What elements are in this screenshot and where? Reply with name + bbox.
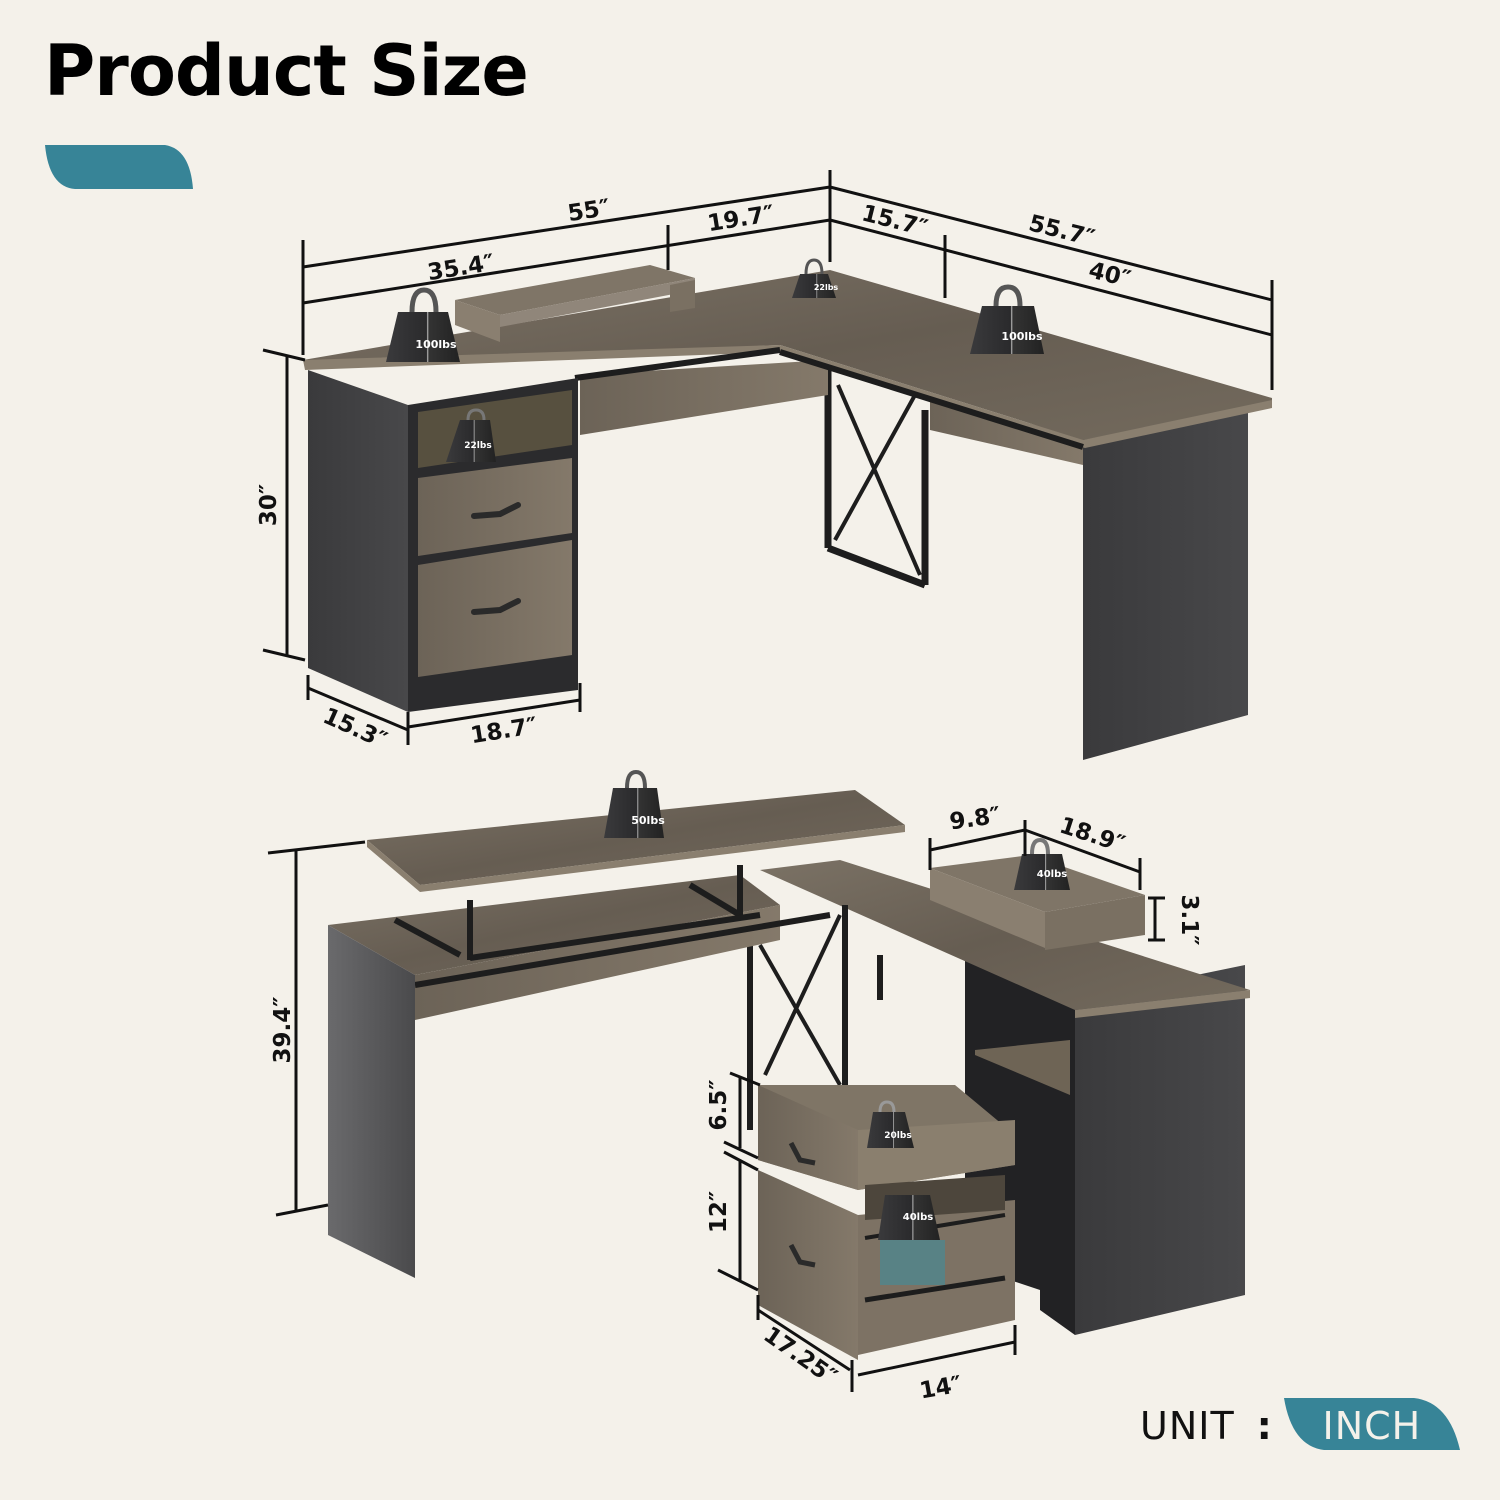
weight-right-top: 100lbs xyxy=(970,284,1044,354)
unit-badge: INCH xyxy=(1283,1398,1460,1454)
right-wing-surface xyxy=(760,860,1250,1010)
unit-badge-shape xyxy=(1283,1398,1460,1450)
svg-text:40lbs: 40lbs xyxy=(1037,869,1068,880)
dim-12: 12″ xyxy=(706,1191,732,1233)
unit-label: UNIT xyxy=(1140,1404,1235,1448)
weight-left-top: 100lbs xyxy=(386,287,460,362)
unit-separator: : xyxy=(1256,1404,1272,1448)
desktop-surface xyxy=(303,270,1272,440)
svg-text:22lbs: 22lbs xyxy=(464,441,491,451)
weight-cabinet-shelf: 22lbs xyxy=(446,408,496,462)
left-end-panel xyxy=(328,925,415,1278)
dim-6-5: 6.5″ xyxy=(706,1079,732,1130)
dim-39-4: 39.4″ xyxy=(270,996,296,1063)
bottom-desk xyxy=(328,790,1250,1360)
weight-riser: 40lbs xyxy=(1014,837,1070,890)
top-dimension-lines xyxy=(262,170,1274,745)
weight-corner: 22lbs xyxy=(792,258,839,298)
bottom-dimension-lines xyxy=(267,820,1165,1392)
svg-text:22lbs: 22lbs xyxy=(814,283,839,292)
dim-18-9: 18.9″ xyxy=(1056,813,1128,858)
svg-text:100lbs: 100lbs xyxy=(415,338,457,351)
dim-35-4: 35.4″ xyxy=(426,250,496,286)
cabinet-top-drawer xyxy=(418,458,572,556)
x-frame-leg xyxy=(747,905,883,1130)
weight-small-drawer: 20lbs xyxy=(867,1100,914,1148)
cabinet-side-panel xyxy=(308,370,408,712)
dim-30: 30″ xyxy=(256,484,282,526)
svg-text:100lbs: 100lbs xyxy=(1001,330,1043,343)
weight-file-drawer: 40lbs xyxy=(878,1195,940,1240)
svg-text:20lbs: 20lbs xyxy=(884,1131,911,1141)
dim-19-7: 19.7″ xyxy=(706,201,776,237)
unit-indicator: UNIT : INCH xyxy=(1140,1398,1460,1454)
right-cabinet-side xyxy=(1075,965,1245,1335)
drawer-handle-icon xyxy=(471,598,521,615)
dim-9-8: 9.8″ xyxy=(948,803,1002,836)
dim-18-7: 18.7″ xyxy=(469,713,539,749)
dim-15-3: 15.3″ xyxy=(319,703,391,754)
svg-text:40lbs: 40lbs xyxy=(903,1212,934,1223)
monitor-riser xyxy=(455,265,695,315)
svg-text:50lbs: 50lbs xyxy=(631,814,665,827)
right-end-panel xyxy=(1083,400,1248,760)
unit-value: INCH xyxy=(1322,1404,1422,1448)
dim-3-1: 3.1″ xyxy=(1176,894,1202,945)
drawer-handle-icon xyxy=(471,502,521,519)
title-accent-shape xyxy=(45,145,193,189)
dim-14: 14″ xyxy=(918,1372,964,1405)
lift-mechanism xyxy=(393,865,761,961)
weight-lift-top: 50lbs xyxy=(604,769,665,838)
page-title: Product Size xyxy=(44,30,529,112)
x-frame-leg xyxy=(824,370,929,589)
